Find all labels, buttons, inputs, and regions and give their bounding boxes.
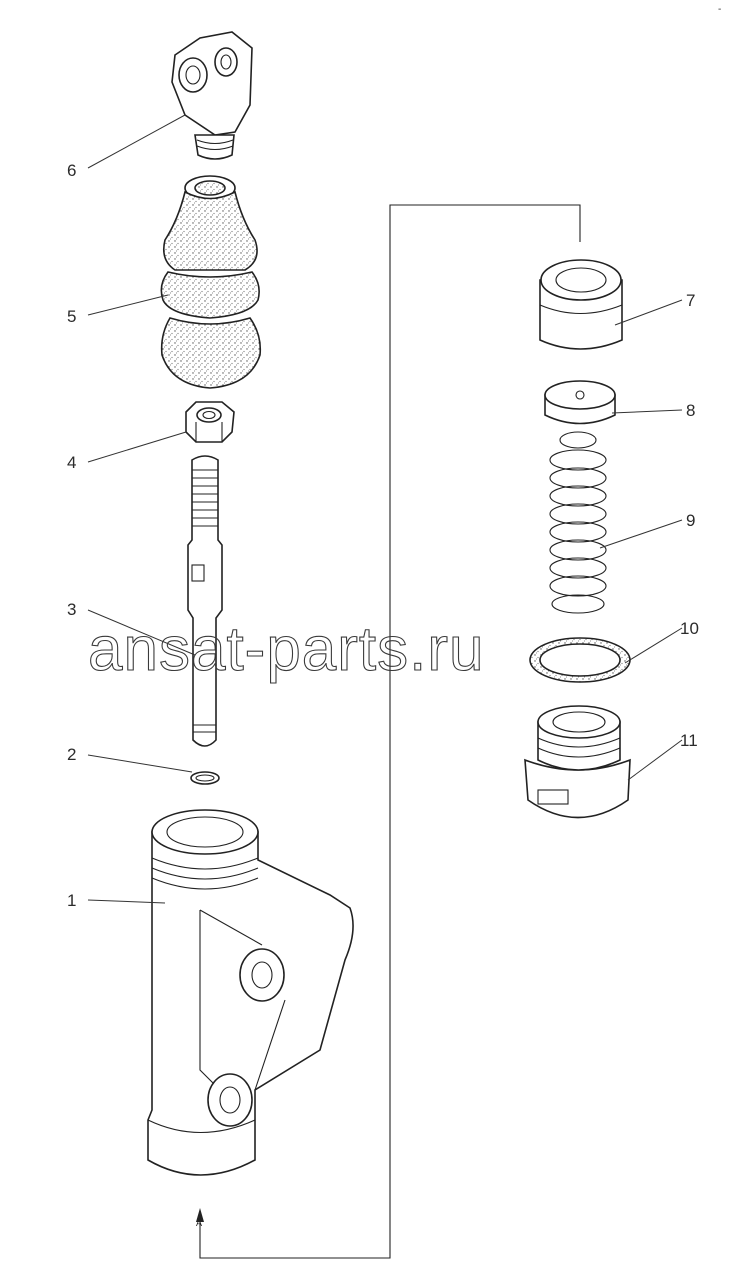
callout-6: 6 bbox=[67, 161, 76, 180]
leader-6 bbox=[87, 114, 186, 169]
part-2-o-ring bbox=[190, 771, 220, 785]
part-9-spring bbox=[549, 431, 607, 614]
leader-9 bbox=[599, 519, 683, 549]
callout-5: 5 bbox=[67, 307, 76, 326]
callout-1: 1 bbox=[67, 891, 76, 910]
flow-marker-label: A bbox=[196, 1218, 202, 1228]
callout-2: 2 bbox=[67, 745, 76, 764]
callout-4: 4 bbox=[67, 453, 76, 472]
leader-2 bbox=[87, 754, 193, 773]
leader-3 bbox=[87, 609, 196, 656]
assembly-flow-line bbox=[199, 204, 581, 1259]
leader-7 bbox=[614, 299, 683, 326]
leader-1 bbox=[87, 899, 166, 904]
watermark: ansat-parts.ru bbox=[88, 615, 485, 684]
part-6-clevis bbox=[171, 31, 253, 160]
part-10-gasket bbox=[529, 637, 631, 683]
flow-arrow-icon bbox=[196, 1208, 204, 1222]
callout-10: 10 bbox=[680, 619, 699, 638]
part-3-pushrod bbox=[187, 455, 223, 747]
leader-5 bbox=[87, 294, 169, 316]
part-8-washer bbox=[544, 380, 616, 425]
leader-10 bbox=[624, 627, 683, 664]
callout-11: 11 bbox=[680, 731, 698, 750]
part-5-boot bbox=[160, 175, 262, 389]
callout-9: 9 bbox=[686, 511, 695, 530]
callout-8: 8 bbox=[686, 401, 695, 420]
leader-11 bbox=[627, 739, 683, 781]
leader-8 bbox=[611, 409, 683, 414]
corner-mark: - bbox=[718, 4, 721, 15]
part-7-piston-cup bbox=[539, 259, 623, 350]
leader-4 bbox=[87, 431, 187, 463]
callout-3: 3 bbox=[67, 600, 76, 619]
part-1-housing bbox=[147, 809, 354, 1176]
callout-7: 7 bbox=[686, 291, 695, 310]
part-11-plug bbox=[524, 705, 631, 819]
part-4-hex-nut bbox=[185, 401, 235, 443]
